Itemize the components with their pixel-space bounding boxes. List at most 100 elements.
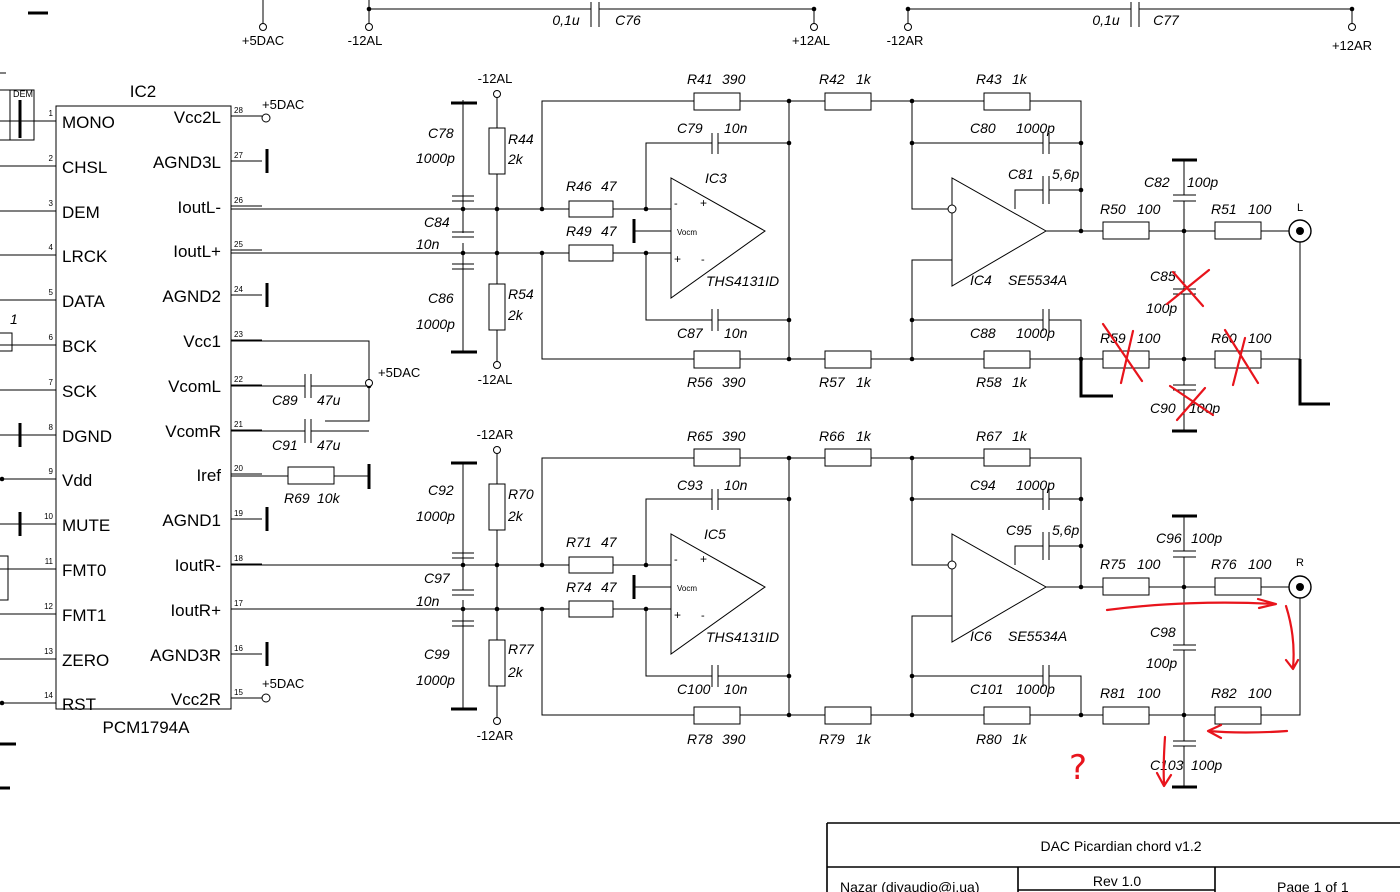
- c78-value: 1000p: [416, 150, 455, 166]
- r69-ref: R69: [284, 490, 310, 506]
- ic2-pin-number: 7: [49, 378, 54, 387]
- c100-value: 10n: [724, 681, 748, 697]
- r67-ref: R67: [976, 428, 1003, 444]
- r44-value: 2k: [507, 151, 524, 167]
- ic2-pin-number: 8: [49, 423, 54, 432]
- left-rail-bottom: -12AL: [478, 372, 513, 387]
- r43-ref: R43: [976, 71, 1002, 87]
- r44-ref: R44: [508, 131, 534, 147]
- r76-value: 100: [1248, 556, 1272, 572]
- ic6-part: SE5534A: [1008, 628, 1067, 644]
- svg-text:+: +: [674, 608, 681, 622]
- svg-text:-: -: [674, 554, 678, 566]
- r65-ref: R65: [687, 428, 713, 444]
- ic2-part: PCM1794A: [103, 718, 191, 737]
- r41-value: 390: [722, 71, 746, 87]
- c99-value: 1000p: [416, 672, 455, 688]
- ic2-pin-number: 21: [234, 420, 243, 429]
- c76-ref: C76: [615, 12, 641, 28]
- ic2-pin-number: 28: [234, 106, 243, 115]
- c84-value: 10n: [416, 236, 440, 252]
- c84-ref: C84: [424, 214, 450, 230]
- ic2-pin-number: 13: [44, 647, 53, 656]
- r51-value: 100: [1248, 201, 1272, 217]
- ic2-pin-name: VcomR: [165, 422, 221, 441]
- r80-value: 1k: [1012, 731, 1028, 747]
- r66-ref: R66: [819, 428, 845, 444]
- r78-value: 390: [722, 731, 746, 747]
- r46-value: 47: [601, 178, 618, 194]
- ic2-body: [55, 105, 232, 710]
- ic2-pin-number: 15: [234, 688, 243, 697]
- ic2-pin-number: 23: [234, 330, 243, 339]
- c89-ref: C89: [272, 392, 298, 408]
- c87-value: 10n: [724, 325, 748, 341]
- ic2-pin-number: 5: [49, 288, 54, 297]
- c87-ref: C87: [677, 325, 704, 341]
- svg-text:+: +: [674, 252, 681, 266]
- ic2-pin-number: 16: [234, 644, 243, 653]
- arrow-to-output-r: [1105, 597, 1278, 612]
- c103-ref: C103: [1150, 757, 1184, 773]
- r82-ref: R82: [1211, 685, 1237, 701]
- ic2-pin-name: IoutR+: [170, 601, 221, 620]
- rail-label-m12al: -12AL: [348, 33, 383, 48]
- c77-value: 0,1u: [1092, 12, 1119, 28]
- r56-value: 390: [722, 374, 746, 390]
- left-rail-top: -12AL: [478, 71, 513, 86]
- c88-ref: C88: [970, 325, 996, 341]
- dem-label: DEM: [13, 89, 33, 99]
- c78-ref: C78: [428, 125, 454, 141]
- output-r-label: R: [1296, 557, 1304, 569]
- arrow-down-right: [1284, 604, 1300, 671]
- r42-ref: R42: [819, 71, 845, 87]
- ic2-pin-number: 24: [234, 285, 243, 294]
- ic2-pin-number: 10: [44, 512, 53, 521]
- m12al-terminal-top: [365, 23, 373, 31]
- cross-mark-c85: [1165, 268, 1211, 308]
- rail-label-p12ar: +12AR: [1332, 38, 1372, 53]
- c93-value: 10n: [724, 477, 748, 493]
- c100-ref: C100: [677, 681, 711, 697]
- ic2-pin-number: 22: [234, 375, 243, 384]
- svg-text:-: -: [701, 254, 705, 266]
- c94-ref: C94: [970, 477, 996, 493]
- svg-text:-: -: [674, 198, 678, 210]
- r41-ref: R41: [687, 71, 713, 87]
- r67-value: 1k: [1012, 428, 1028, 444]
- ic2-pin-name: BCK: [62, 337, 98, 356]
- ic2-pin-name: Iref: [196, 466, 221, 485]
- r81-ref: R81: [1100, 685, 1126, 701]
- c82-value: 100p: [1187, 174, 1218, 190]
- r76-ref: R76: [1211, 556, 1237, 572]
- rail-label-m12ar: -12AR: [887, 33, 924, 48]
- p5dac-terminal: [259, 23, 267, 31]
- ic2-pin-name: MUTE: [62, 516, 110, 535]
- ic5-ref: IC5: [704, 526, 726, 542]
- c96-value: 100p: [1191, 530, 1222, 546]
- c92-value: 1000p: [416, 508, 455, 524]
- c82-ref: C82: [1144, 174, 1170, 190]
- svg-text:+: +: [700, 196, 707, 210]
- ic2-pin-name: AGND3R: [150, 646, 221, 665]
- r65-value: 390: [722, 428, 746, 444]
- r59-value: 100: [1137, 330, 1161, 346]
- ic2-pin-name: FMT1: [62, 606, 106, 625]
- r80-ref: R80: [976, 731, 1002, 747]
- revision-text: Rev 1.0: [1093, 873, 1141, 889]
- arrow-to-r82: [1206, 723, 1289, 740]
- r77-value: 2k: [507, 664, 524, 680]
- r54-ref: R54: [508, 286, 534, 302]
- r57-ref: R57: [819, 374, 846, 390]
- r71-value: 47: [601, 534, 618, 550]
- c86-ref: C86: [428, 290, 454, 306]
- r56-ref: R56: [687, 374, 713, 390]
- ic2-pin-number: 25: [234, 240, 243, 249]
- ic2-pin-number: 14: [44, 691, 53, 700]
- c88-value: 1000p: [1016, 325, 1055, 341]
- c90-ref: C90: [1150, 400, 1176, 416]
- r75-ref: R75: [1100, 556, 1126, 572]
- ic2-pin-name: Vdd: [62, 471, 92, 490]
- ic2-pin-number: 4: [49, 243, 54, 252]
- r66-value: 1k: [856, 428, 872, 444]
